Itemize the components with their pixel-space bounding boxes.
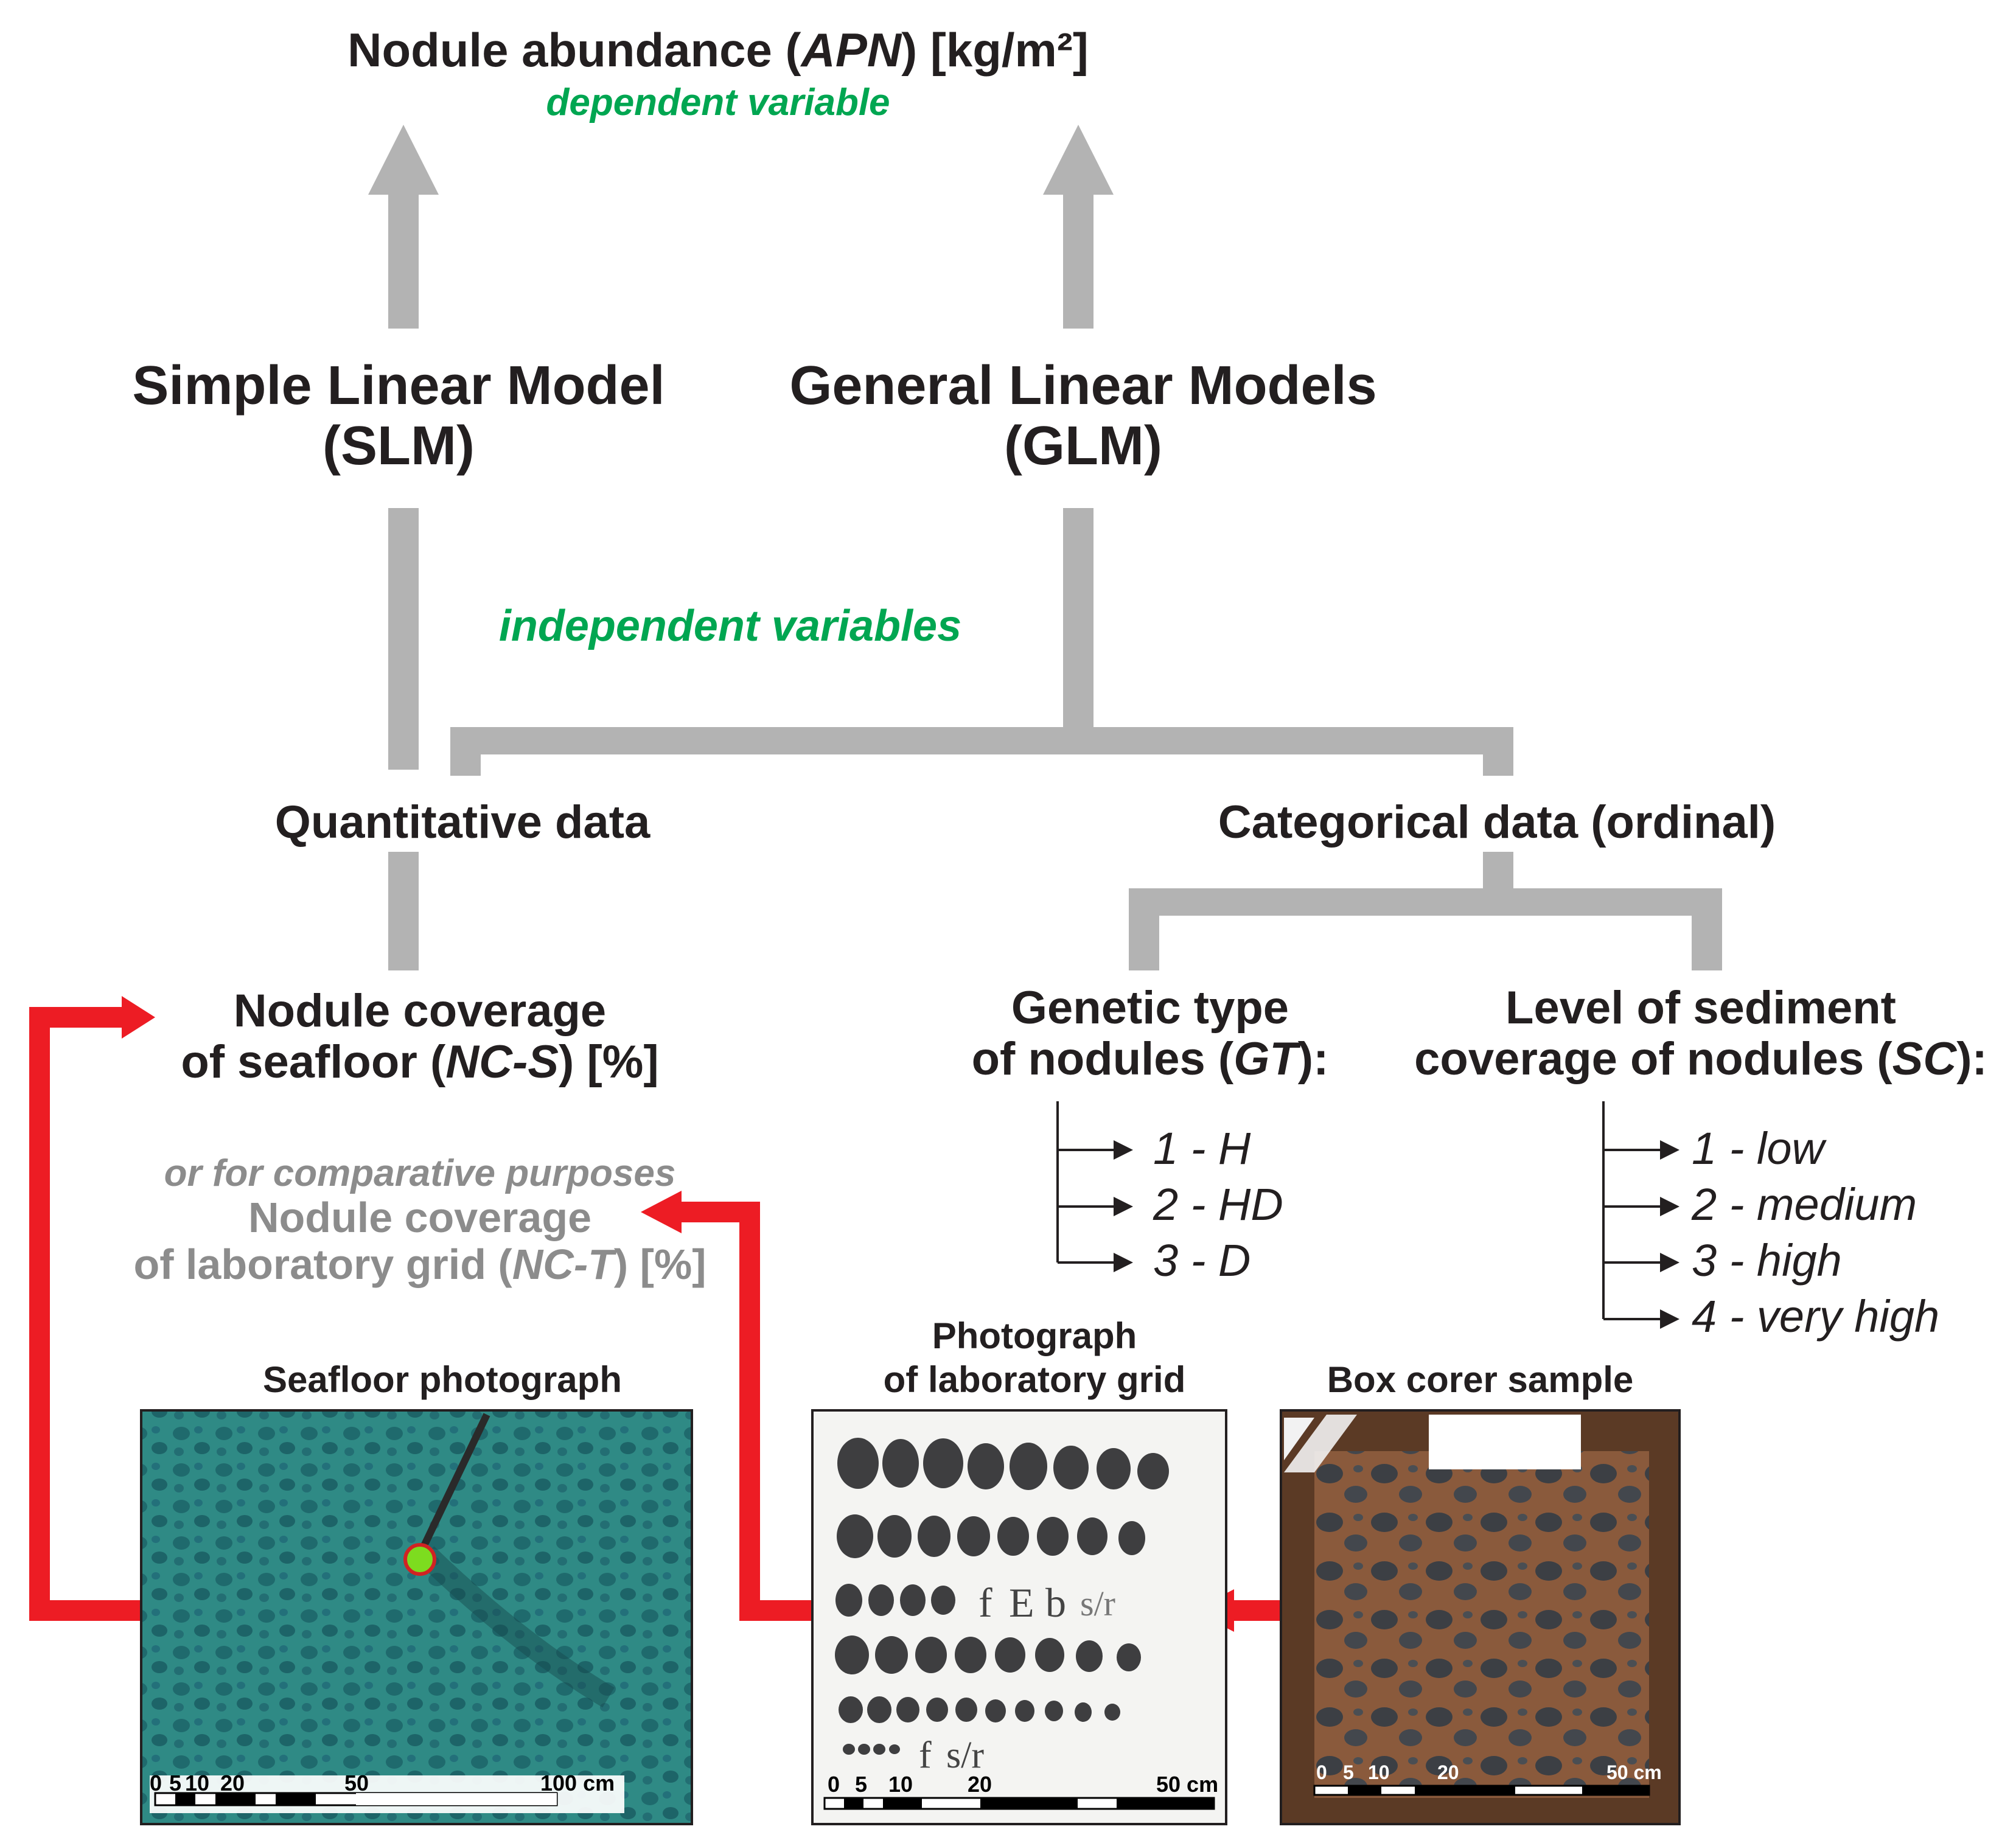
dependent-title-var: APN — [801, 23, 902, 77]
slm-title-line1: Simple Linear Model — [132, 355, 665, 416]
lab-grid-scale-label: 10 — [888, 1772, 913, 1797]
lab-grid-scale-label: 50 cm — [1156, 1772, 1219, 1797]
seafloor-scale-label: 10 — [185, 1771, 210, 1795]
lab-row-label: f — [919, 1735, 932, 1776]
nc-s-line1: Nodule coverage — [233, 985, 607, 1037]
arrow-up-glm — [1043, 125, 1114, 329]
connector-glm-bracket — [450, 727, 1513, 754]
sc-list-tree — [1602, 1101, 1679, 1329]
gt-label: Genetic type of nodules (GT): — [913, 983, 1387, 1084]
nc-t-var: NC-T — [512, 1241, 614, 1289]
lab-row-label: E — [1009, 1579, 1034, 1626]
lab-row-label: f — [978, 1579, 992, 1626]
glm-title: General Linear Models (GLM) — [718, 356, 1448, 476]
nc-t-line2-pre: of laboratory grid ( — [133, 1241, 512, 1289]
box-corer-scale-label: 5 — [1343, 1761, 1354, 1783]
categorical-data-label: Categorical data (ordinal) — [1218, 796, 1776, 848]
box-corer-photo — [1280, 1409, 1681, 1825]
seafloor-photo-title: Seafloor photograph — [263, 1359, 622, 1400]
lab-grid-scale-label: 5 — [855, 1772, 868, 1797]
nc-s-label: Nodule coverage of seafloor (NC-S) [%] — [140, 986, 700, 1087]
nc-t-line2-post: ) [%] — [613, 1241, 706, 1289]
seafloor-scale-label: 50 — [344, 1771, 369, 1795]
connector-categorical-stem — [1483, 852, 1513, 891]
red-arrow-seafloor — [29, 996, 155, 1621]
box-corer-photo-title: Box corer sample — [1327, 1359, 1634, 1400]
lab-grid-photo-title: Photograph of laboratory grid — [812, 1314, 1257, 1402]
sc-line2-pre: coverage of nodules ( — [1414, 1033, 1892, 1085]
connector-categorical-right — [1692, 888, 1722, 970]
connector-categorical-bracket — [1129, 888, 1722, 916]
nc-t-label: or for comparative purposes Nodule cover… — [85, 1152, 755, 1289]
nc-s-line2-pre: of seafloor ( — [181, 1036, 446, 1088]
sc-var: SC — [1892, 1033, 1957, 1085]
gt-item: 1 - H — [1153, 1123, 1251, 1174]
slm-title-line2: (SLM) — [323, 416, 475, 476]
lab-grid-title-line1: Photograph — [932, 1315, 1137, 1356]
lab-row-label: b — [1045, 1579, 1066, 1626]
gt-list-tree — [1056, 1101, 1133, 1272]
connector-categorical-left — [1129, 888, 1159, 970]
gt-item: 2 - HD — [1153, 1179, 1283, 1230]
nc-t-note: or for comparative purposes — [164, 1152, 676, 1194]
sc-item: 3 - high — [1692, 1235, 1842, 1286]
sc-label: Level of sediment coverage of nodules (S… — [1390, 983, 2011, 1084]
sc-item: 1 - low — [1692, 1123, 1824, 1174]
seafloor-scale-label: 20 — [220, 1771, 245, 1795]
gt-line2-post: ): — [1297, 1033, 1329, 1085]
box-corer-scale-label: 10 — [1368, 1761, 1390, 1783]
glm-title-line1: General Linear Models — [789, 355, 1377, 416]
red-arrow-lab-grid — [641, 1191, 846, 1621]
seafloor-scale-label: 0 — [150, 1771, 162, 1795]
sc-line1: Level of sediment — [1505, 982, 1896, 1034]
lab-grid-title-line2: of laboratory grid — [883, 1359, 1186, 1400]
arrow-up-slm — [368, 125, 439, 329]
dependent-variable-title: Nodule abundance (APN) [kg/m²] — [231, 24, 1205, 77]
dependent-title-pre: Nodule abundance ( — [347, 23, 801, 77]
nc-s-line2-post: ) [%] — [559, 1036, 659, 1088]
box-corer-scale-label: 20 — [1437, 1761, 1459, 1783]
nc-s-var: NC-S — [445, 1036, 559, 1088]
lab-nodules — [835, 1438, 1169, 1755]
box-corer-scale-label: 50 cm — [1606, 1761, 1662, 1783]
seafloor-photo — [140, 1409, 693, 1825]
lab-row-label: s/r — [946, 1735, 984, 1776]
connector-slm-stem — [388, 508, 419, 770]
connector-bracket-left-tick — [450, 727, 481, 776]
sc-item: 4 - very high — [1692, 1291, 1940, 1342]
sc-item: 2 - medium — [1692, 1179, 1917, 1230]
gt-line1: Genetic type — [1011, 982, 1289, 1034]
seafloor-scale-label: 100 cm — [540, 1771, 615, 1795]
connector-bracket-right-tick — [1483, 727, 1513, 776]
nc-t-line1: Nodule coverage — [248, 1194, 592, 1242]
connector-glm-stem — [1063, 508, 1093, 733]
seafloor-scale-label: 5 — [169, 1771, 182, 1795]
independent-variables-tag: independent variables — [498, 602, 962, 650]
slm-title: Simple Linear Model (SLM) — [79, 356, 718, 476]
lab-grid-photo — [811, 1409, 1227, 1825]
sc-line2-post: ): — [1956, 1033, 1987, 1085]
gt-item: 3 - D — [1153, 1235, 1251, 1286]
lab-row-label: s/r — [1080, 1584, 1115, 1623]
dependent-title-post: ) [kg/m²] — [901, 23, 1089, 77]
quantitative-data-label: Quantitative data — [274, 796, 650, 848]
connector-quantitative-stem — [388, 852, 419, 970]
gt-line2-pre: of nodules ( — [971, 1033, 1234, 1085]
glm-title-line2: (GLM) — [1004, 416, 1162, 476]
dependent-variable-tag: dependent variable — [546, 82, 890, 124]
lab-grid-scale-label: 20 — [968, 1772, 992, 1797]
gt-var: GT — [1233, 1033, 1298, 1085]
box-corer-scale-label: 0 — [1316, 1761, 1327, 1783]
lab-grid-scale-label: 0 — [828, 1772, 840, 1797]
